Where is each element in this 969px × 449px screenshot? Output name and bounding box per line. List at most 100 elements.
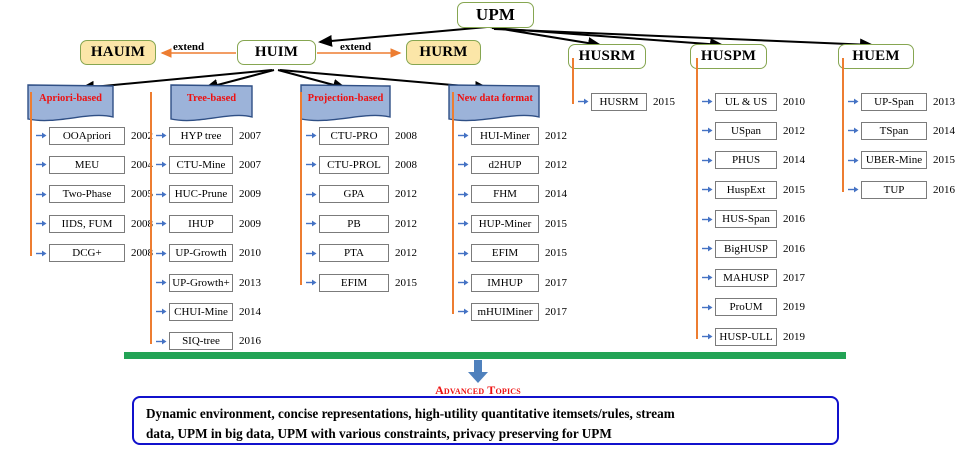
method-row[interactable]: DCG+2008 xyxy=(36,244,153,263)
banner-new-data-format[interactable]: New data format xyxy=(448,84,540,124)
method-box[interactable]: IMHUP xyxy=(471,273,539,292)
method-box[interactable]: HUSRM xyxy=(591,92,647,111)
method-box[interactable]: HUC-Prune xyxy=(169,185,233,204)
banner-apriori-based[interactable]: Apriori-based xyxy=(27,84,114,124)
column-spine xyxy=(150,92,152,344)
method-box[interactable]: BigHUSP xyxy=(715,239,777,258)
method-box[interactable]: HYP tree xyxy=(169,126,233,145)
method-box[interactable]: UP-Growth xyxy=(169,244,233,263)
method-box[interactable]: SIQ-tree xyxy=(169,332,233,351)
method-box[interactable]: Two-Phase xyxy=(49,185,125,204)
method-box[interactable]: EFIM xyxy=(319,273,389,292)
row-arrow-icon xyxy=(156,131,167,140)
method-box[interactable]: HUI-Miner xyxy=(471,126,539,145)
method-box[interactable]: UP-Growth+ xyxy=(169,273,233,292)
method-box[interactable]: IHUP xyxy=(169,214,233,233)
method-box[interactable]: ProUM xyxy=(715,298,777,317)
method-box[interactable]: CTU-PRO xyxy=(319,126,389,145)
row-arrow-icon xyxy=(156,190,167,199)
method-box[interactable]: HuspExt xyxy=(715,180,777,199)
node-hauim[interactable]: HAUIM xyxy=(80,40,156,65)
method-box[interactable]: UP-Span xyxy=(861,92,927,111)
method-box[interactable]: CTU-PROL xyxy=(319,155,389,174)
node-huspm[interactable]: HUSPM xyxy=(690,44,767,69)
method-box[interactable]: IIDS, FUM xyxy=(49,214,125,233)
method-box[interactable]: PTA xyxy=(319,244,389,263)
method-row[interactable]: USpan 2012 xyxy=(702,121,805,140)
node-hurm[interactable]: HURM xyxy=(406,40,481,65)
banner-label: Apriori-based xyxy=(39,93,102,104)
method-box[interactable]: PB xyxy=(319,214,389,233)
method-year: 2015 xyxy=(545,217,567,230)
node-husrm[interactable]: HUSRM xyxy=(568,44,646,69)
method-box[interactable]: GPA xyxy=(319,185,389,204)
method-box[interactable]: CTU-Mine xyxy=(169,155,233,174)
method-year: 2015 xyxy=(783,183,805,196)
method-year: 2012 xyxy=(783,124,805,137)
method-box[interactable]: USpan xyxy=(715,121,777,140)
method-box[interactable]: FHM xyxy=(471,185,539,204)
method-box[interactable]: HUS-Span xyxy=(715,210,777,229)
node-huim[interactable]: HUIM xyxy=(237,40,316,65)
method-box[interactable]: UBER-Mine xyxy=(861,151,927,170)
method-box[interactable]: d2HUP xyxy=(471,155,539,174)
method-box[interactable]: TUP xyxy=(861,180,927,199)
method-row[interactable]: HuspExt 2015 xyxy=(702,180,805,199)
method-box[interactable]: OOApriori xyxy=(49,126,125,145)
method-row[interactable]: UP-Growth+2013 xyxy=(156,273,261,292)
row-arrow-icon xyxy=(702,185,713,194)
method-box[interactable]: MAHUSP xyxy=(715,268,777,287)
node-upm[interactable]: UPM xyxy=(457,2,534,28)
method-box[interactable]: DCG+ xyxy=(49,244,125,263)
method-box[interactable]: UL & US xyxy=(715,92,777,111)
method-row[interactable]: HUP-Miner 2015 xyxy=(458,214,567,233)
method-box[interactable]: PHUS xyxy=(715,151,777,170)
column-spine xyxy=(842,58,844,193)
method-box[interactable]: HUSP-ULL xyxy=(715,327,777,346)
method-box[interactable]: TSpan xyxy=(861,121,927,140)
method-box[interactable]: HUP-Miner xyxy=(471,214,539,233)
method-box[interactable]: EFIM xyxy=(471,244,539,263)
method-box[interactable]: CHUI-Mine xyxy=(169,302,233,321)
method-box[interactable]: mHUIMiner xyxy=(471,302,539,321)
banner-tree-based[interactable]: Tree-based xyxy=(170,84,253,124)
banner-projection-based[interactable]: Projection-based xyxy=(300,84,391,124)
method-box[interactable]: MEU xyxy=(49,155,125,174)
node-huem[interactable]: HUEM xyxy=(838,44,914,69)
